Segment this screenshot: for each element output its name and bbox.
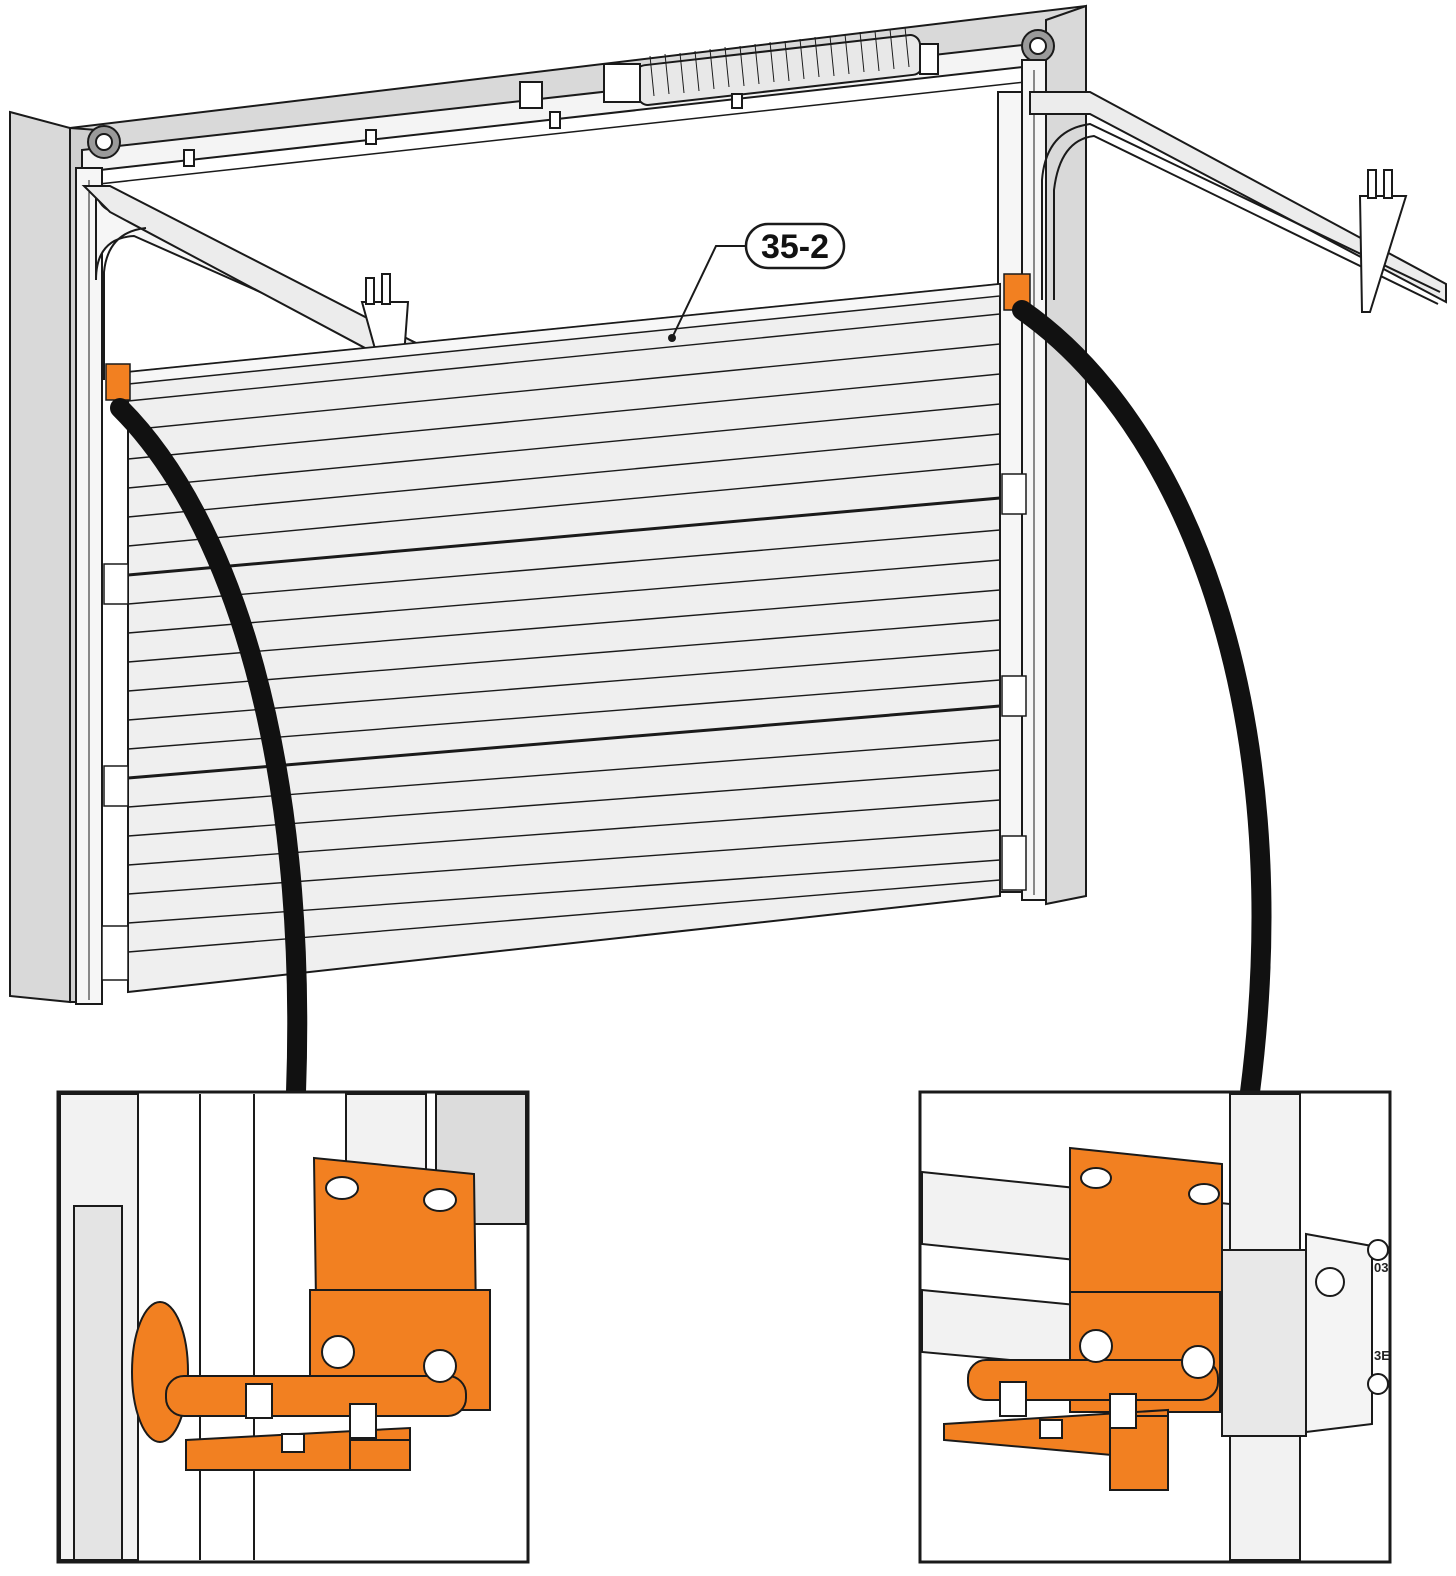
bracket-left-detail — [165, 1156, 491, 1471]
detail-view-left — [56, 1090, 530, 1564]
roller-icon — [87, 29, 1055, 159]
bolt-icon — [245, 1335, 457, 1439]
callout-35-2: 35-2 — [668, 222, 846, 342]
detail-mark-bottom: 3E — [1374, 1348, 1390, 1363]
side-hinges — [101, 473, 1027, 981]
bracket-right-detail — [943, 1146, 1223, 1491]
horizontal-track-right — [1029, 91, 1447, 305]
door-sections — [127, 282, 1001, 994]
callout-label: 35-2 — [761, 228, 829, 266]
torsion-spring-icon — [634, 26, 924, 106]
bolt-icon — [999, 1329, 1215, 1429]
detail-view-right: 03 3E — [918, 1090, 1392, 1564]
torsion-shaft-assembly — [81, 26, 1055, 186]
detail-leaders — [110, 300, 1272, 1102]
detail-mark-top: 03 — [1374, 1260, 1388, 1275]
